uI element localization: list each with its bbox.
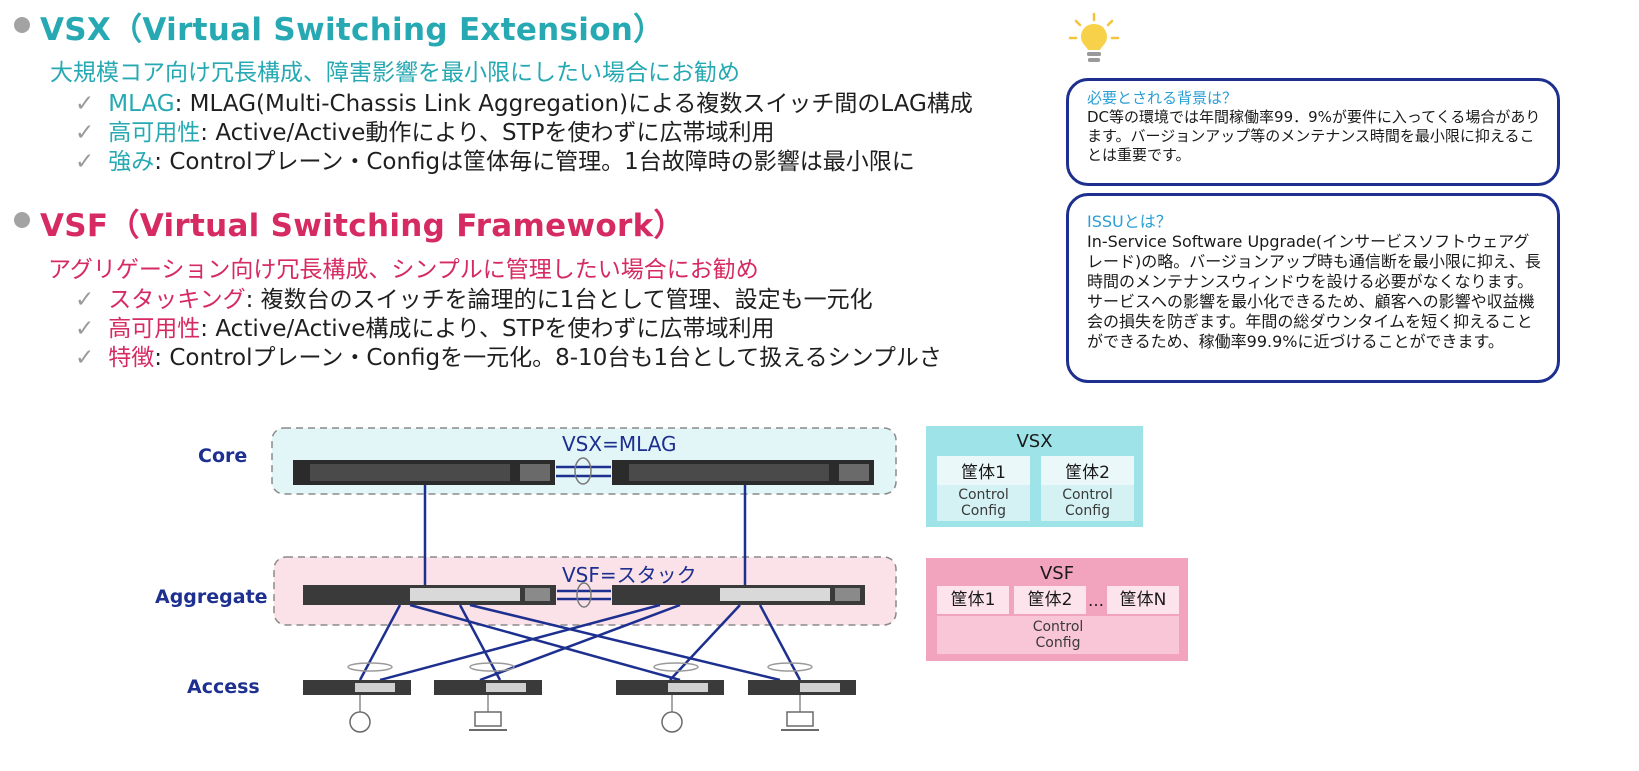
bullet-key: 高可用性 bbox=[108, 120, 201, 146]
access-switch-2 bbox=[434, 680, 542, 695]
level-aggregate-label: Aggregate bbox=[155, 586, 268, 608]
access-switch-1 bbox=[303, 680, 411, 695]
bullet-key: 特徴 bbox=[108, 345, 155, 371]
level-core-label: Core bbox=[198, 445, 248, 467]
vsf-control-config: Control Config bbox=[937, 616, 1179, 654]
vsf-title: VSF（Virtual Switching Framework） bbox=[40, 208, 685, 244]
core-switch-2 bbox=[612, 460, 874, 485]
vsx-panel-title: VSX bbox=[1016, 431, 1053, 452]
check-icon: ✓ bbox=[75, 120, 95, 146]
vsx-title: VSX（Virtual Switching Extension） bbox=[40, 12, 665, 48]
bullet-key: スタッキング bbox=[108, 287, 246, 313]
bullet-text: : Controlプレーン・Configは筐体毎に管理。1台故障時の影響は最小限… bbox=[154, 149, 915, 175]
bullet-text: : Active/Active構成により、STPを使わずに広帯域利用 bbox=[200, 316, 775, 342]
control-label: Control bbox=[1062, 487, 1113, 503]
check-icon: ✓ bbox=[75, 149, 95, 175]
config-label: Config bbox=[1035, 635, 1081, 651]
bullet-key: MLAG bbox=[108, 91, 175, 117]
vsf-chassis-n: 筐体N bbox=[1107, 586, 1179, 614]
bullet-dot bbox=[14, 17, 30, 33]
vsf-bullet-3: ✓ 特徴: Controlプレーン・Configを一元化。8-10台も1台として扱… bbox=[75, 338, 942, 372]
vsx-subtitle: 大規模コア向け冗長構成、障害影響を最小限にしたい場合にお勧め bbox=[50, 60, 740, 86]
callout-issu: ISSUとは？ In-Service Software Upgrade(インサー… bbox=[1066, 193, 1560, 383]
laptop-icon bbox=[781, 711, 819, 731]
level-access-label: Access bbox=[187, 676, 260, 698]
vsx-chassis-1: 筐体1 Control Config bbox=[937, 456, 1030, 521]
callout-title: 必要とされる背景は？ bbox=[1087, 89, 1238, 107]
check-icon: ✓ bbox=[75, 316, 95, 342]
callout-body: DC等の環境では年間稼働率99．9%が要件に入ってくる場合があります。バージョン… bbox=[1087, 108, 1541, 164]
chassis-label: 筐体1 bbox=[937, 456, 1030, 485]
aggregate-switch-2 bbox=[612, 585, 865, 605]
aggregate-switch-1 bbox=[303, 585, 556, 605]
laptop-icon bbox=[469, 711, 507, 731]
vsf-bullet-2: ✓ 高可用性: Active/Active構成により、STPを使わずに広帯域利用 bbox=[75, 309, 775, 343]
callout-body: In-Service Software Upgrade(インサービスソフトウェア… bbox=[1087, 232, 1541, 351]
bullet-text: : Controlプレーン・Configを一元化。8-10台も1台として扱えるシ… bbox=[154, 345, 942, 371]
access-point-icon bbox=[661, 711, 683, 733]
access-switch-3 bbox=[616, 680, 724, 695]
bullet-text: : 複数台のスイッチを論理的に1台として管理、設定も一元化 bbox=[245, 287, 873, 313]
chassis-label: 筐体2 bbox=[1041, 456, 1134, 485]
vsf-panel-title: VSF bbox=[1039, 563, 1075, 584]
vsx-bullet-2: ✓ 高可用性: Active/Active動作により、STPを使わずに広帯域利用 bbox=[75, 113, 775, 147]
access-switch-4 bbox=[748, 680, 856, 695]
vsf-bullet-1: ✓ スタッキング: 複数台のスイッチを論理的に1台として管理、設定も一元化 bbox=[75, 280, 873, 314]
vsf-stack-label: VSF=スタック bbox=[562, 563, 697, 587]
bullet-key: 強み bbox=[108, 149, 155, 175]
vsx-bullet-1: ✓ MLAG: MLAG(Multi-Chassis Link Aggregati… bbox=[75, 84, 973, 118]
vsf-ellipsis: … bbox=[1088, 591, 1104, 610]
lightbulb-icon bbox=[1068, 12, 1120, 62]
check-icon: ✓ bbox=[75, 287, 95, 313]
access-point-icon bbox=[349, 711, 371, 733]
check-icon: ✓ bbox=[75, 91, 95, 117]
vsx-chassis-2: 筐体2 Control Config bbox=[1041, 456, 1134, 521]
config-label: Config bbox=[1065, 503, 1110, 519]
vsx-panel: VSX 筐体1 Control Config 筐体2 Control Confi… bbox=[926, 426, 1143, 527]
check-icon: ✓ bbox=[75, 345, 95, 371]
bullet-key: 高可用性 bbox=[108, 316, 201, 342]
vsf-chassis-2: 筐体2 bbox=[1014, 586, 1086, 614]
bullet-dot bbox=[14, 212, 30, 228]
bullet-text: : Active/Active動作により、STPを使わずに広帯域利用 bbox=[200, 120, 775, 146]
config-label: Config bbox=[961, 503, 1006, 519]
vsf-panel: VSF 筐体1 筐体2 … 筐体N Control Config bbox=[926, 558, 1188, 661]
callout-background: 必要とされる背景は？ DC等の環境では年間稼働率99．9%が要件に入ってくる場合… bbox=[1066, 78, 1560, 186]
vsf-chassis-1: 筐体1 bbox=[937, 586, 1009, 614]
callout-title: ISSUとは？ bbox=[1087, 212, 1172, 231]
bullet-text: : MLAG(Multi-Chassis Link Aggregation)によ… bbox=[174, 91, 973, 117]
vsf-subtitle: アグリゲーション向け冗長構成、シンプルに管理したい場合にお勧め bbox=[48, 257, 759, 283]
control-label: Control bbox=[1032, 619, 1084, 635]
control-label: Control bbox=[958, 487, 1009, 503]
core-switch-1 bbox=[293, 460, 555, 485]
vsx-bullet-3: ✓ 強み: Controlプレーン・Configは筐体毎に管理。1台故障時の影響は… bbox=[75, 142, 915, 176]
vsx-mlag-label: VSX=MLAG bbox=[562, 432, 677, 456]
